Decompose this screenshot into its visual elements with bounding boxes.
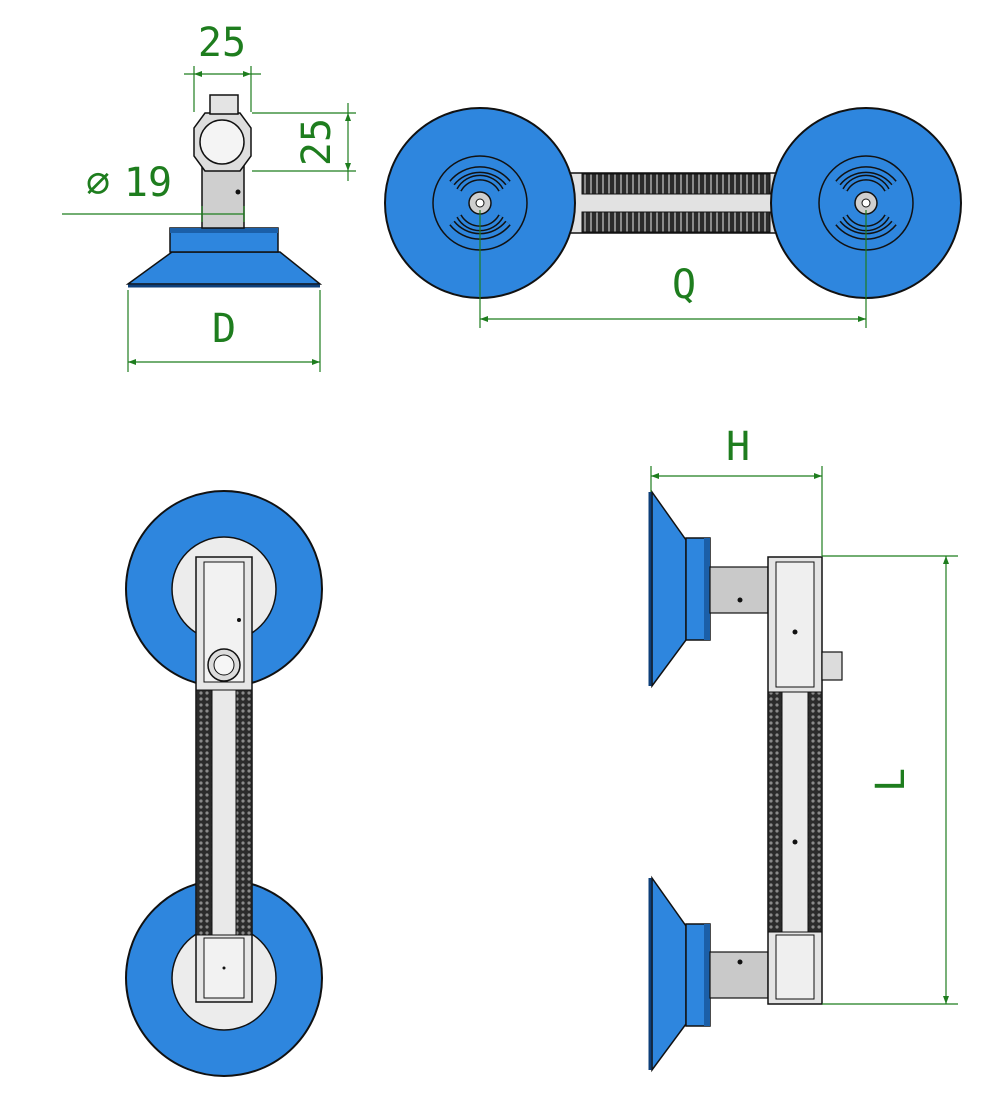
diameter-symbol: ∅ bbox=[86, 160, 110, 206]
stem bbox=[201, 163, 245, 229]
handle-grip-lower bbox=[581, 211, 771, 233]
dimension-center-distance bbox=[479, 210, 867, 328]
side-view: H L bbox=[648, 424, 958, 1073]
side-grip-right bbox=[807, 691, 823, 933]
handle-grip-upper bbox=[581, 173, 771, 195]
dimension-height-side bbox=[252, 103, 356, 181]
grip-left bbox=[195, 689, 213, 936]
dimension-overall-length bbox=[822, 555, 958, 1005]
front-view bbox=[125, 490, 323, 1077]
top-cap bbox=[209, 94, 239, 115]
dimension-label-l: L bbox=[868, 768, 914, 792]
grip-right bbox=[235, 689, 253, 936]
side-profile-view: 25 25 ∅ 19 D bbox=[62, 20, 356, 372]
dimension-overall-height bbox=[650, 466, 823, 556]
dimension-width-top bbox=[184, 66, 261, 112]
side-stem-upper bbox=[709, 566, 769, 614]
side-knob bbox=[821, 651, 843, 681]
dimension-cup-diameter bbox=[127, 290, 321, 372]
suction-cup-flare bbox=[125, 251, 323, 285]
side-grip-left bbox=[767, 691, 783, 933]
top-view: Q bbox=[384, 107, 962, 328]
dimension-diameter bbox=[62, 206, 245, 222]
side-cup-upper-flare bbox=[651, 489, 687, 689]
suction-cup-left bbox=[384, 107, 576, 299]
dimension-label-height: 25 bbox=[294, 118, 340, 166]
dimension-label-diameter: 19 bbox=[124, 160, 172, 206]
side-cup-lower-flare bbox=[651, 875, 687, 1073]
side-stem-lower bbox=[709, 951, 769, 999]
dimension-label-q: Q bbox=[672, 262, 696, 308]
dimension-label-h: H bbox=[726, 424, 750, 470]
dimension-label-d: D bbox=[212, 306, 236, 352]
dimension-label-width: 25 bbox=[198, 20, 246, 66]
